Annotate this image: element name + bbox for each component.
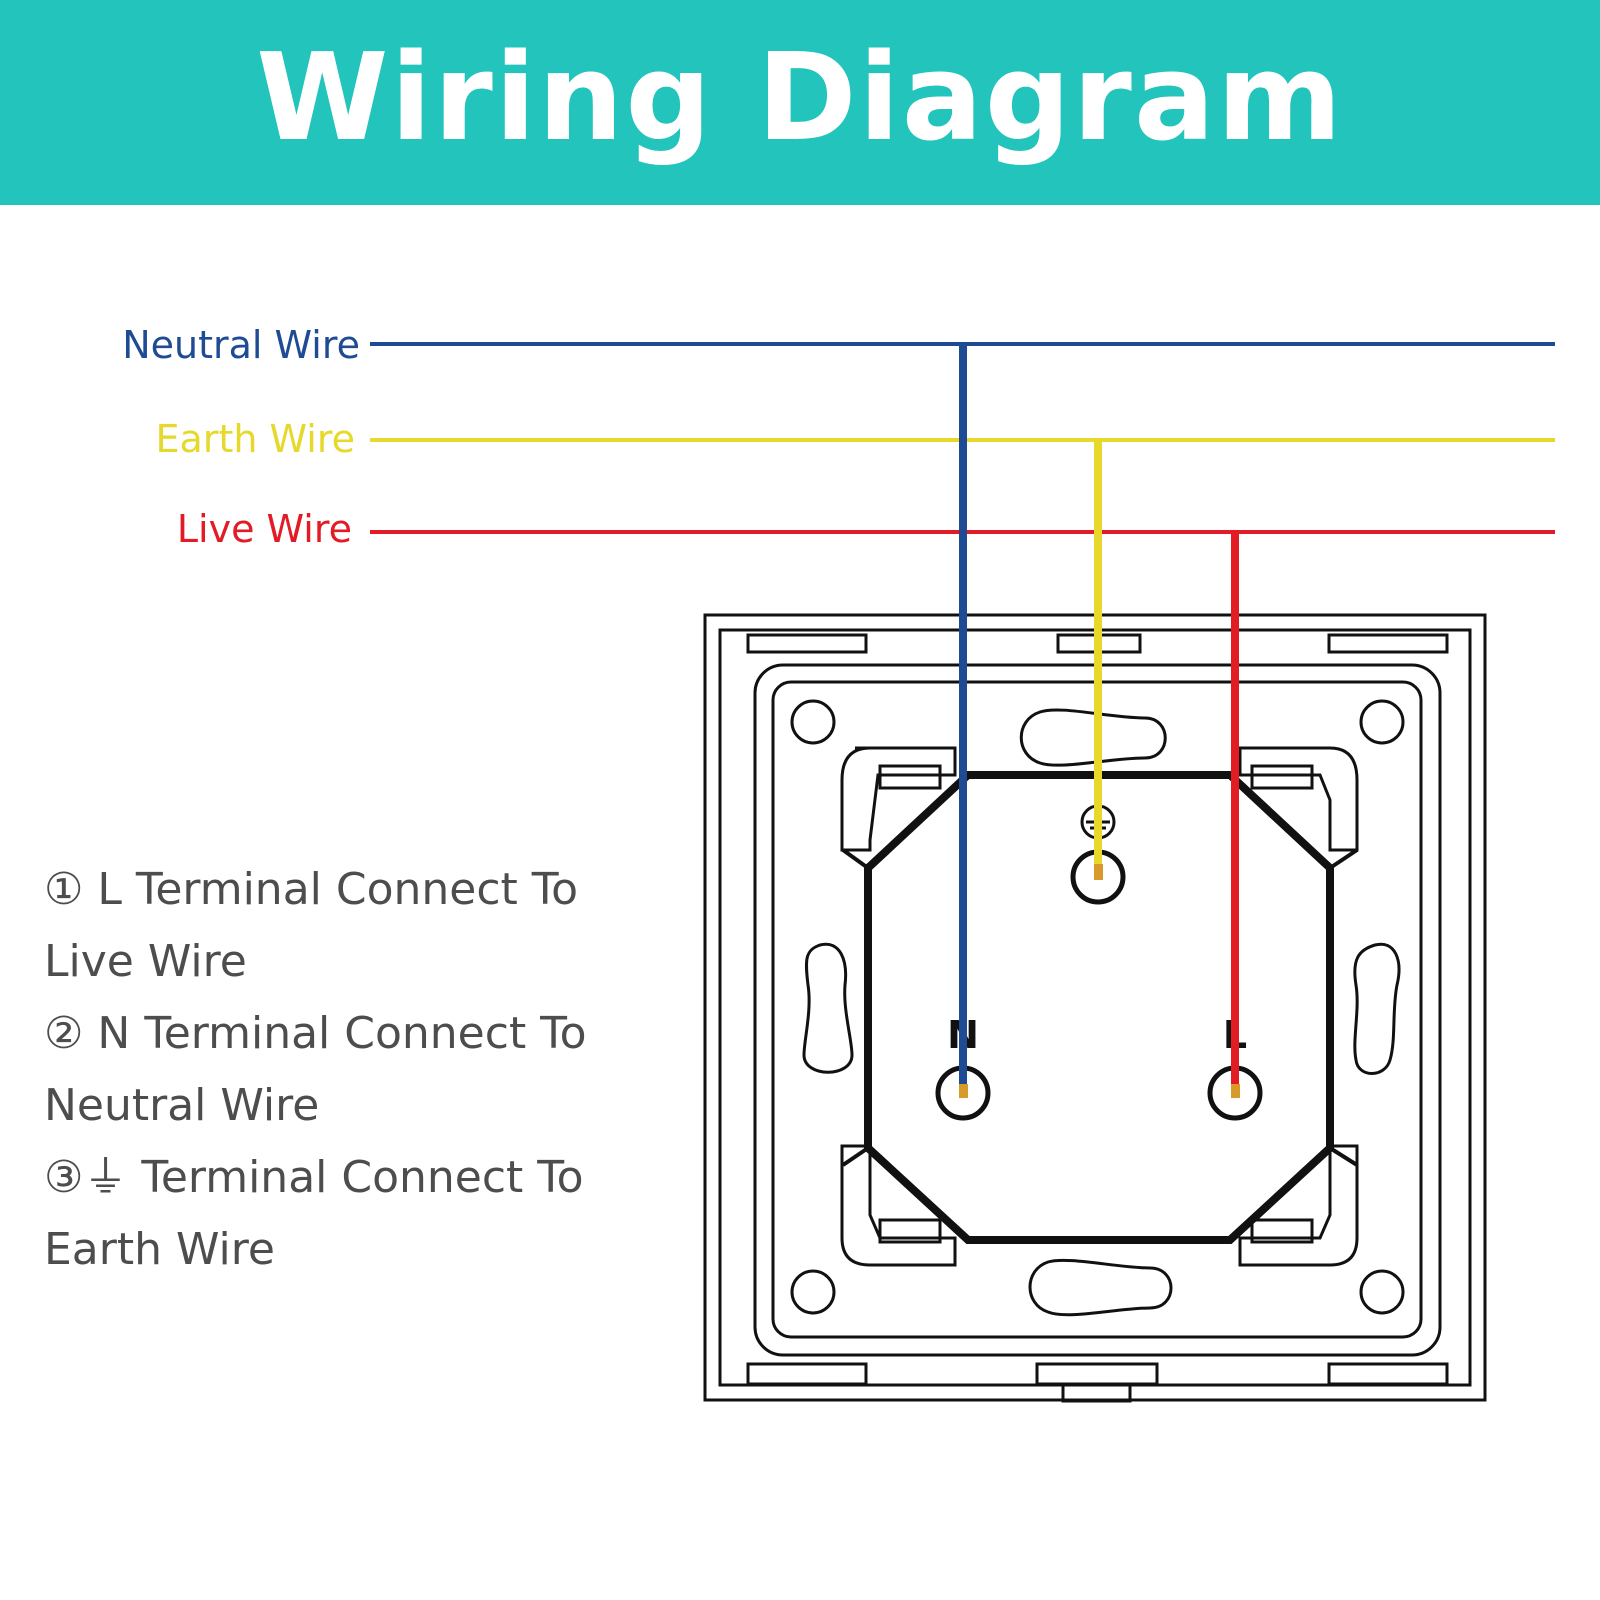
module-link-tl (841, 848, 870, 870)
instruction-2-line-2: Neutral Wire (44, 1080, 320, 1131)
neutral-wire-tip (959, 1084, 968, 1098)
bottom-tab-center (1035, 1362, 1159, 1386)
housing-corner-bottom-left (840, 1144, 957, 1267)
live-wire-label: Live Wire (176, 507, 352, 551)
module-octagon (864, 771, 1334, 1244)
slot-top (1019, 708, 1167, 767)
housing-corner-bottom-right (1238, 1144, 1359, 1267)
screw-hole-top-left (790, 699, 836, 745)
screw-hole-bottom-right (1359, 1269, 1405, 1315)
clip-bottom-right (1250, 1218, 1314, 1244)
screw-hole-top-right (1359, 699, 1405, 745)
header-banner: Wiring Diagram (0, 0, 1600, 205)
instruction-1-line-2: Live Wire (44, 936, 247, 987)
earth-wire-label: Earth Wire (155, 417, 355, 461)
bottom-tab-left (746, 1362, 868, 1386)
instruction-1-line-1: ① L Terminal Connect To (44, 864, 579, 915)
module-link-bl (841, 1146, 870, 1167)
slot-left (802, 942, 854, 1074)
live-wire-tip (1231, 1084, 1240, 1098)
instruction-3-line-2: Earth Wire (44, 1224, 275, 1275)
earth-wire-tip (1094, 864, 1103, 880)
bottom-notch (1061, 1382, 1132, 1403)
bottom-tab-right (1327, 1362, 1449, 1386)
module-link-tr (1328, 848, 1359, 870)
slot-bottom (1028, 1258, 1173, 1317)
instruction-3-line-1: ③⏚ Terminal Connect To (44, 1152, 584, 1203)
instructions: ① L Terminal Connect To Live Wire ② N Te… (44, 854, 684, 1286)
top-tab-right (1327, 633, 1449, 654)
top-tab-left (746, 633, 868, 654)
clip-top-left (878, 764, 942, 790)
switch-module (841, 771, 1359, 1244)
module-link-br (1328, 1146, 1359, 1167)
instruction-2-line-1: ② N Terminal Connect To (44, 1008, 587, 1059)
wires (370, 342, 1555, 1098)
slot-right (1353, 942, 1401, 1075)
housing-corner-top-right (1238, 746, 1359, 852)
neutral-wire-label: Neutral Wire (122, 323, 360, 367)
clip-bottom-left (878, 1218, 942, 1244)
clip-top-right (1250, 764, 1314, 790)
screw-hole-bottom-left (790, 1269, 836, 1315)
page-title: Wiring Diagram (256, 28, 1344, 168)
housing-corner-top-left (840, 746, 957, 852)
